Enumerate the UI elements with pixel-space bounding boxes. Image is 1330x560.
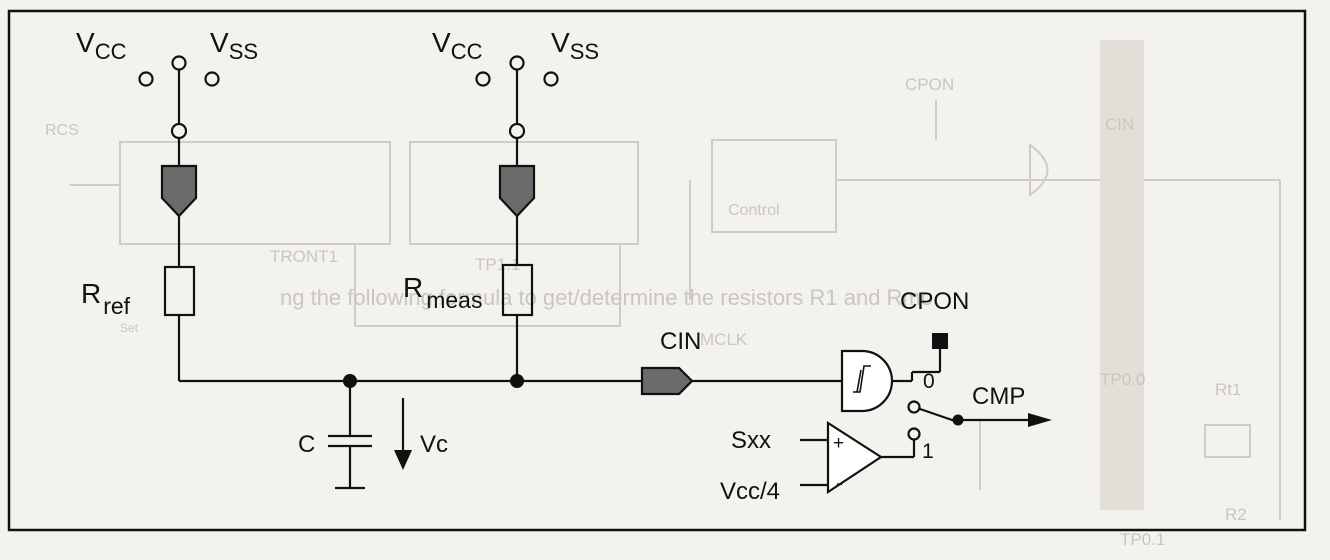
vcc-label-left: VCC bbox=[76, 27, 127, 64]
buffer-left bbox=[160, 164, 198, 218]
ghost-text-2: TP1.1 bbox=[475, 255, 520, 274]
capacitor-label: C bbox=[298, 431, 315, 458]
switch-pos-1-label: 1 bbox=[922, 440, 934, 463]
ghost-text-7: TP0.1 bbox=[1120, 530, 1165, 549]
hysteresis-icon bbox=[853, 365, 871, 393]
ghost-caption-text: ng the following formula to get/determin… bbox=[280, 285, 933, 310]
comparator-plus-label: + bbox=[833, 433, 844, 454]
ghost-text-6: TP0.0 bbox=[1100, 370, 1145, 389]
bleed-through-layer bbox=[70, 40, 1281, 520]
vss-label-left: VSS bbox=[210, 27, 258, 64]
switch-contact-0 bbox=[907, 400, 921, 414]
comparator-minus-label: - bbox=[836, 472, 843, 495]
open-terminal-middle bbox=[509, 55, 525, 71]
ghost-text-5: MCLK bbox=[700, 330, 748, 349]
vref-label: Vcc/4 bbox=[720, 478, 780, 505]
cin-buffer bbox=[640, 366, 694, 396]
buffer-middle bbox=[498, 164, 536, 218]
resistor-ref bbox=[163, 265, 196, 317]
cmp-label: CMP bbox=[972, 383, 1025, 410]
ghost-text-11: RCS bbox=[45, 122, 79, 139]
figure-border bbox=[7, 9, 1307, 532]
cpon-label: CPON bbox=[900, 288, 969, 315]
vss-terminal-middle bbox=[543, 71, 559, 87]
ghost-text-10: Control bbox=[728, 202, 780, 219]
ghost-text-9: R2 bbox=[1225, 505, 1247, 524]
ghost-text-3: CPON bbox=[905, 75, 954, 94]
ghost-text-4: CIN bbox=[1105, 115, 1134, 134]
ghost-text-1: TRONT1 bbox=[270, 247, 338, 266]
switch-pos-0-label: 0 bbox=[923, 370, 935, 393]
cpon-terminal bbox=[932, 333, 948, 349]
cmp-arrow-head bbox=[1028, 413, 1052, 427]
comparator bbox=[826, 420, 884, 495]
switch-common-dot bbox=[952, 414, 964, 426]
vcc-terminal-middle bbox=[475, 71, 491, 87]
vc-label: Vc bbox=[420, 431, 448, 458]
switch-blade bbox=[919, 407, 956, 423]
schmitt-and-gate bbox=[840, 349, 894, 413]
vcc-terminal-left bbox=[138, 71, 154, 87]
junction-dot-meas bbox=[510, 374, 524, 388]
switch-contact-1 bbox=[907, 427, 921, 441]
selector-pivot-left bbox=[170, 122, 188, 140]
vss-label-middle: VSS bbox=[551, 27, 599, 64]
junction-dot-cap bbox=[343, 374, 357, 388]
cin-label: CIN bbox=[660, 328, 701, 355]
vc-arrow-head bbox=[394, 450, 412, 470]
vss-terminal-left bbox=[204, 71, 220, 87]
ghost-text-8: Rt1 bbox=[1215, 380, 1241, 399]
sxx-label: Sxx bbox=[731, 427, 771, 454]
ghost-text-12: Set bbox=[120, 321, 139, 335]
resistor-ref-label: Rref bbox=[81, 278, 131, 319]
selector-pivot-middle bbox=[508, 122, 526, 140]
open-terminal-left bbox=[171, 55, 187, 71]
vcc-label-middle: VCC bbox=[432, 27, 483, 64]
